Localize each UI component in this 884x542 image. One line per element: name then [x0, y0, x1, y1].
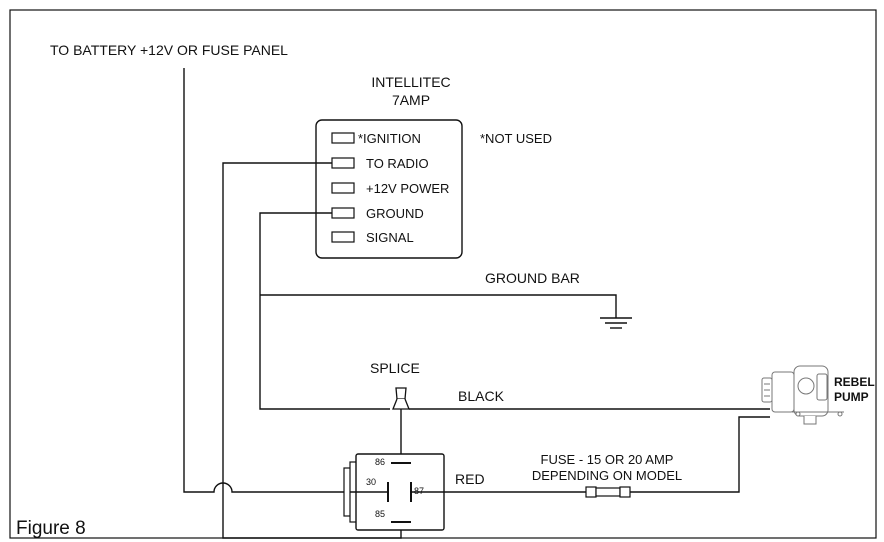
terminal-connector	[331, 182, 355, 194]
intellitec-controller: INTELLITEC 7AMP *IGNITION TO RADIO +12V …	[315, 74, 463, 259]
figure-caption: Figure 8	[16, 518, 86, 539]
pump-icon	[761, 365, 844, 425]
terminal-connector	[331, 157, 355, 169]
ground-bar-wire	[260, 294, 617, 318]
ground-bar-label: GROUND BAR	[485, 270, 580, 286]
ground-symbol	[600, 317, 632, 329]
terminal-ignition-label: *IGNITION	[358, 131, 421, 146]
terminal-connector	[331, 231, 355, 243]
controller-ground-wire	[259, 212, 390, 410]
splice-label: SPLICE	[370, 360, 420, 376]
inline-fuse	[585, 486, 631, 498]
terminal-connector	[331, 132, 355, 144]
terminal-ground-label: GROUND	[366, 206, 424, 221]
controller-title: INTELLITEC	[371, 74, 450, 90]
relay-pin-86: 86	[375, 457, 385, 467]
not-used-note: *NOT USED	[480, 131, 552, 146]
relay-pin-30: 30	[366, 477, 376, 487]
relay-pin-85: 85	[375, 509, 385, 519]
diagram-frame	[9, 9, 877, 539]
battery-supply-label: TO BATTERY +12V OR FUSE PANEL	[50, 42, 288, 58]
pump-label-line1: REBEL	[834, 375, 875, 389]
pump-label-line2: PUMP	[834, 390, 869, 404]
radio-wire	[222, 162, 402, 539]
relay: 86 30 87 85	[343, 453, 445, 531]
controller-body	[315, 119, 463, 259]
splice-connector	[392, 387, 410, 410]
red-wire-label: RED	[455, 471, 485, 487]
terminal-connector	[331, 207, 355, 219]
black-wire-label: BLACK	[458, 388, 505, 404]
fuse-label-line1: FUSE - 15 OR 20 AMP	[541, 452, 674, 467]
fuse-label-line2: DEPENDING ON MODEL	[532, 468, 682, 483]
terminal-power-label: +12V POWER	[366, 181, 449, 196]
supply-wire	[183, 68, 350, 493]
terminal-radio-label: TO RADIO	[366, 156, 429, 171]
pump-label-backdrop	[829, 372, 875, 406]
red-wire	[444, 416, 770, 493]
terminal-signal-label: SIGNAL	[366, 230, 414, 245]
controller-rating: 7AMP	[392, 92, 430, 108]
relay-pin-87: 87	[414, 486, 424, 496]
